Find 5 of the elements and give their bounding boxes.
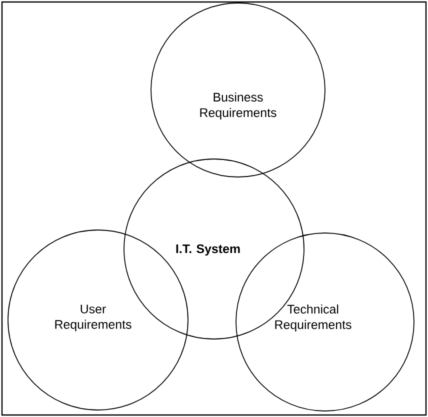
circle-label: Technical Requirements [275, 304, 352, 332]
circle-label: User Requirements [55, 304, 132, 332]
circle [150, 2, 326, 178]
circle-label: Business Requirements [200, 92, 276, 120]
circle-label: I.T. System [176, 244, 240, 256]
